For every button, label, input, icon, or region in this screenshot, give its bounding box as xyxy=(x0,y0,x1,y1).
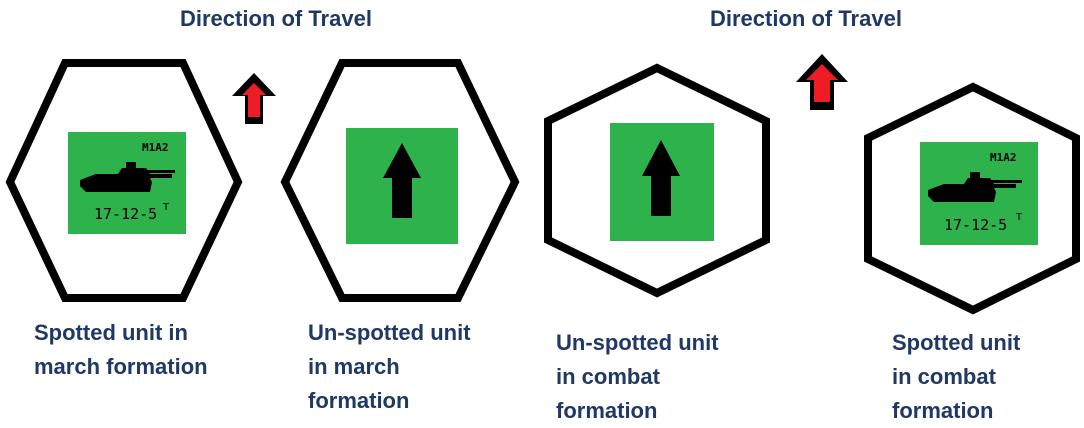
hex-spotted-combat: M1A2 17-12-5 T xyxy=(864,82,1080,315)
red-arrow-icon xyxy=(806,64,838,102)
tank-icon xyxy=(80,162,175,192)
caption-spotted-march: Spotted unit in march formation xyxy=(34,316,274,384)
red-arrow-icon xyxy=(242,83,266,117)
caption-unspotted-march: Un-spotted unit in march formation xyxy=(308,316,548,418)
caption-line: Un-spotted unit xyxy=(308,320,471,345)
direction-of-travel-title-left: Direction of Travel xyxy=(180,6,372,31)
caption-line: in march xyxy=(308,354,400,379)
hex-unspotted-combat xyxy=(544,63,770,298)
direction-arrow-right xyxy=(796,54,848,110)
caption-line: in combat xyxy=(556,364,660,389)
caption-spotted-combat: Spotted unit in combat formation xyxy=(892,326,1084,428)
caption-line: formation xyxy=(892,398,994,423)
counter-strength-label: 17-12-5 xyxy=(944,216,1007,234)
caption-line: march formation xyxy=(34,354,208,379)
direction-of-travel-title-right: Direction of Travel xyxy=(710,6,902,31)
caption-line: Un-spotted unit xyxy=(556,330,719,355)
counter-model-label: M1A2 xyxy=(142,141,169,154)
direction-arrow-left xyxy=(232,73,276,124)
caption-line: Spotted unit xyxy=(892,330,1021,355)
tank-icon xyxy=(928,172,1022,202)
counter-mark-label: T xyxy=(163,202,169,213)
counter-mark-label: T xyxy=(1016,212,1022,223)
counter-strength-label: 17-12-5 xyxy=(94,205,157,223)
unit-arrow-icon xyxy=(642,140,680,216)
caption-line: in combat xyxy=(892,364,996,389)
caption-line: formation xyxy=(308,388,410,413)
unit-arrow-icon xyxy=(383,143,421,218)
caption-line: formation xyxy=(556,398,658,423)
hex-spotted-march: M1A2 17-12-5 T xyxy=(5,59,243,302)
counter-model-label: M1A2 xyxy=(990,151,1017,164)
hex-unspotted-march xyxy=(280,59,520,302)
caption-unspotted-combat: Un-spotted unit in combat formation xyxy=(556,326,796,428)
caption-line: Spotted unit in xyxy=(34,320,188,345)
